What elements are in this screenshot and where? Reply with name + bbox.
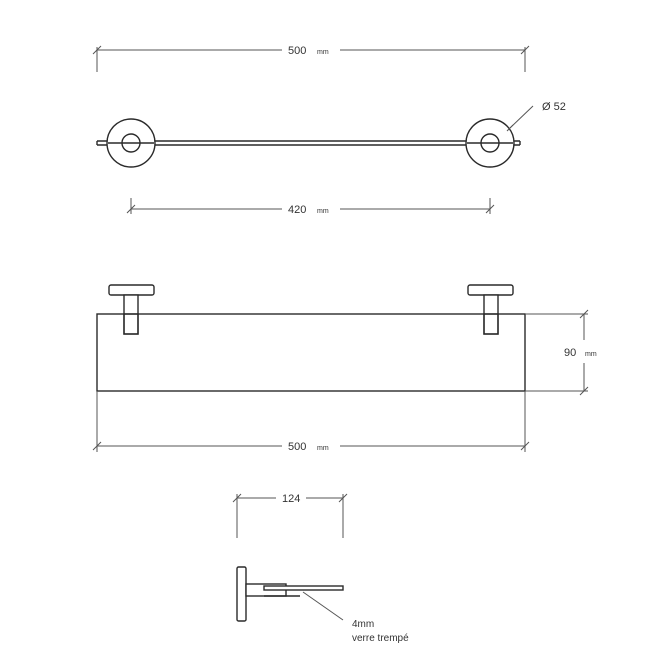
top-shelf (96, 140, 521, 146)
spacing-dimension: 420 mm (126, 198, 495, 216)
front-width-unit: mm (317, 445, 329, 452)
depth-dimension: 124 (232, 493, 348, 538)
right-mount-plate (465, 118, 515, 168)
right-bracket (467, 284, 514, 335)
left-bracket (108, 284, 155, 335)
right-bracket-post (483, 313, 499, 335)
height-unit: mm (585, 351, 597, 358)
front-view: 90 mm 500 mm (92, 284, 597, 453)
glass-leader (302, 591, 344, 621)
top-view: 500 mm Ø 52 (92, 45, 566, 216)
side-view: 124 4mm verre trempé (232, 493, 409, 644)
top-width-value: 500 (288, 45, 306, 57)
spacing-unit: mm (317, 208, 329, 215)
left-bracket-post (123, 313, 139, 335)
top-width-unit: mm (317, 49, 329, 56)
depth-value: 124 (282, 493, 300, 505)
front-width-value: 500 (288, 441, 306, 453)
height-dimension: 90 mm (525, 309, 597, 396)
glass-thickness-note: 4mm (352, 619, 374, 630)
front-glass-panel (96, 313, 526, 392)
spacing-value: 420 (288, 204, 306, 216)
left-mount-plate (106, 118, 156, 168)
diameter-label: Ø 52 (542, 101, 566, 113)
side-wall-plate (236, 566, 247, 622)
glass-type-note: verre trempé (352, 633, 409, 644)
top-width-dimension: 500 mm (92, 45, 530, 72)
diameter-callout: Ø 52 (506, 101, 566, 132)
height-value: 90 (564, 347, 576, 359)
side-glass (263, 585, 344, 591)
front-width-dimension: 500 mm (92, 391, 530, 453)
